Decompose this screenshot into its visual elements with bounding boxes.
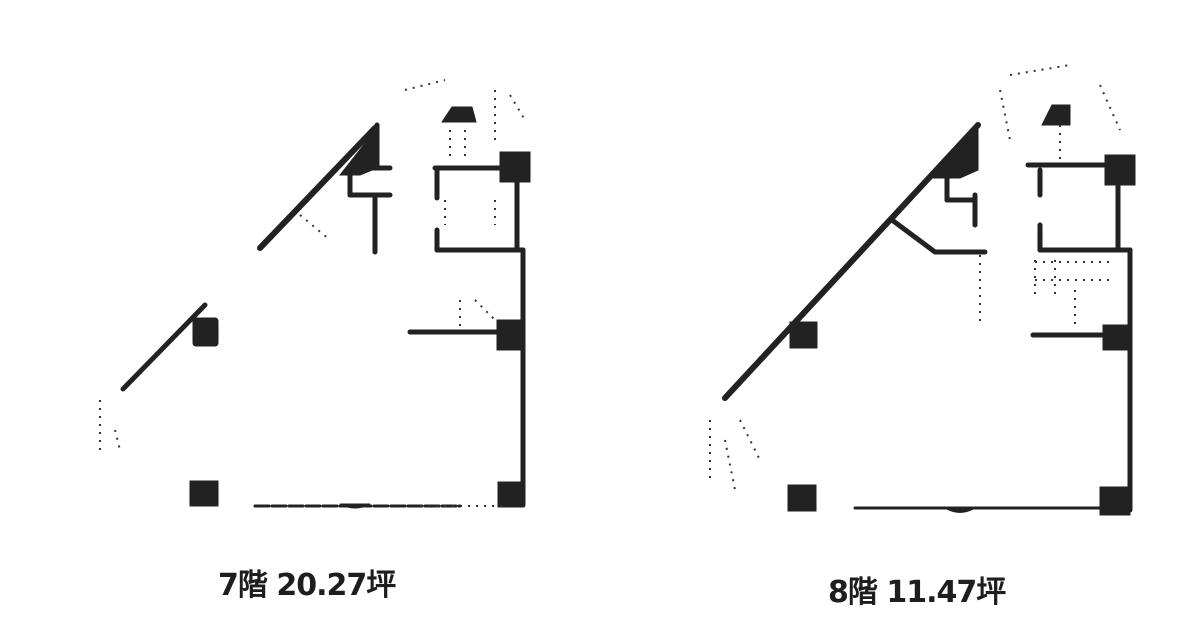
floor-plan-7f-drawing — [99, 79, 531, 509]
floor-plan-8f-drawing — [709, 64, 1136, 516]
floor-plan-8f: 8階 11.47坪 — [600, 0, 1200, 638]
floor-7-label: 7階 20.27坪 — [218, 568, 396, 603]
floor-7-caption: 7階 20.27坪 — [218, 560, 396, 604]
floor-8-caption: 8階 11.47坪 — [828, 567, 1006, 611]
floor-8-label: 8階 11.47坪 — [828, 575, 1006, 610]
floor-plan-7f: 7階 20.27坪 — [99, 79, 531, 604]
